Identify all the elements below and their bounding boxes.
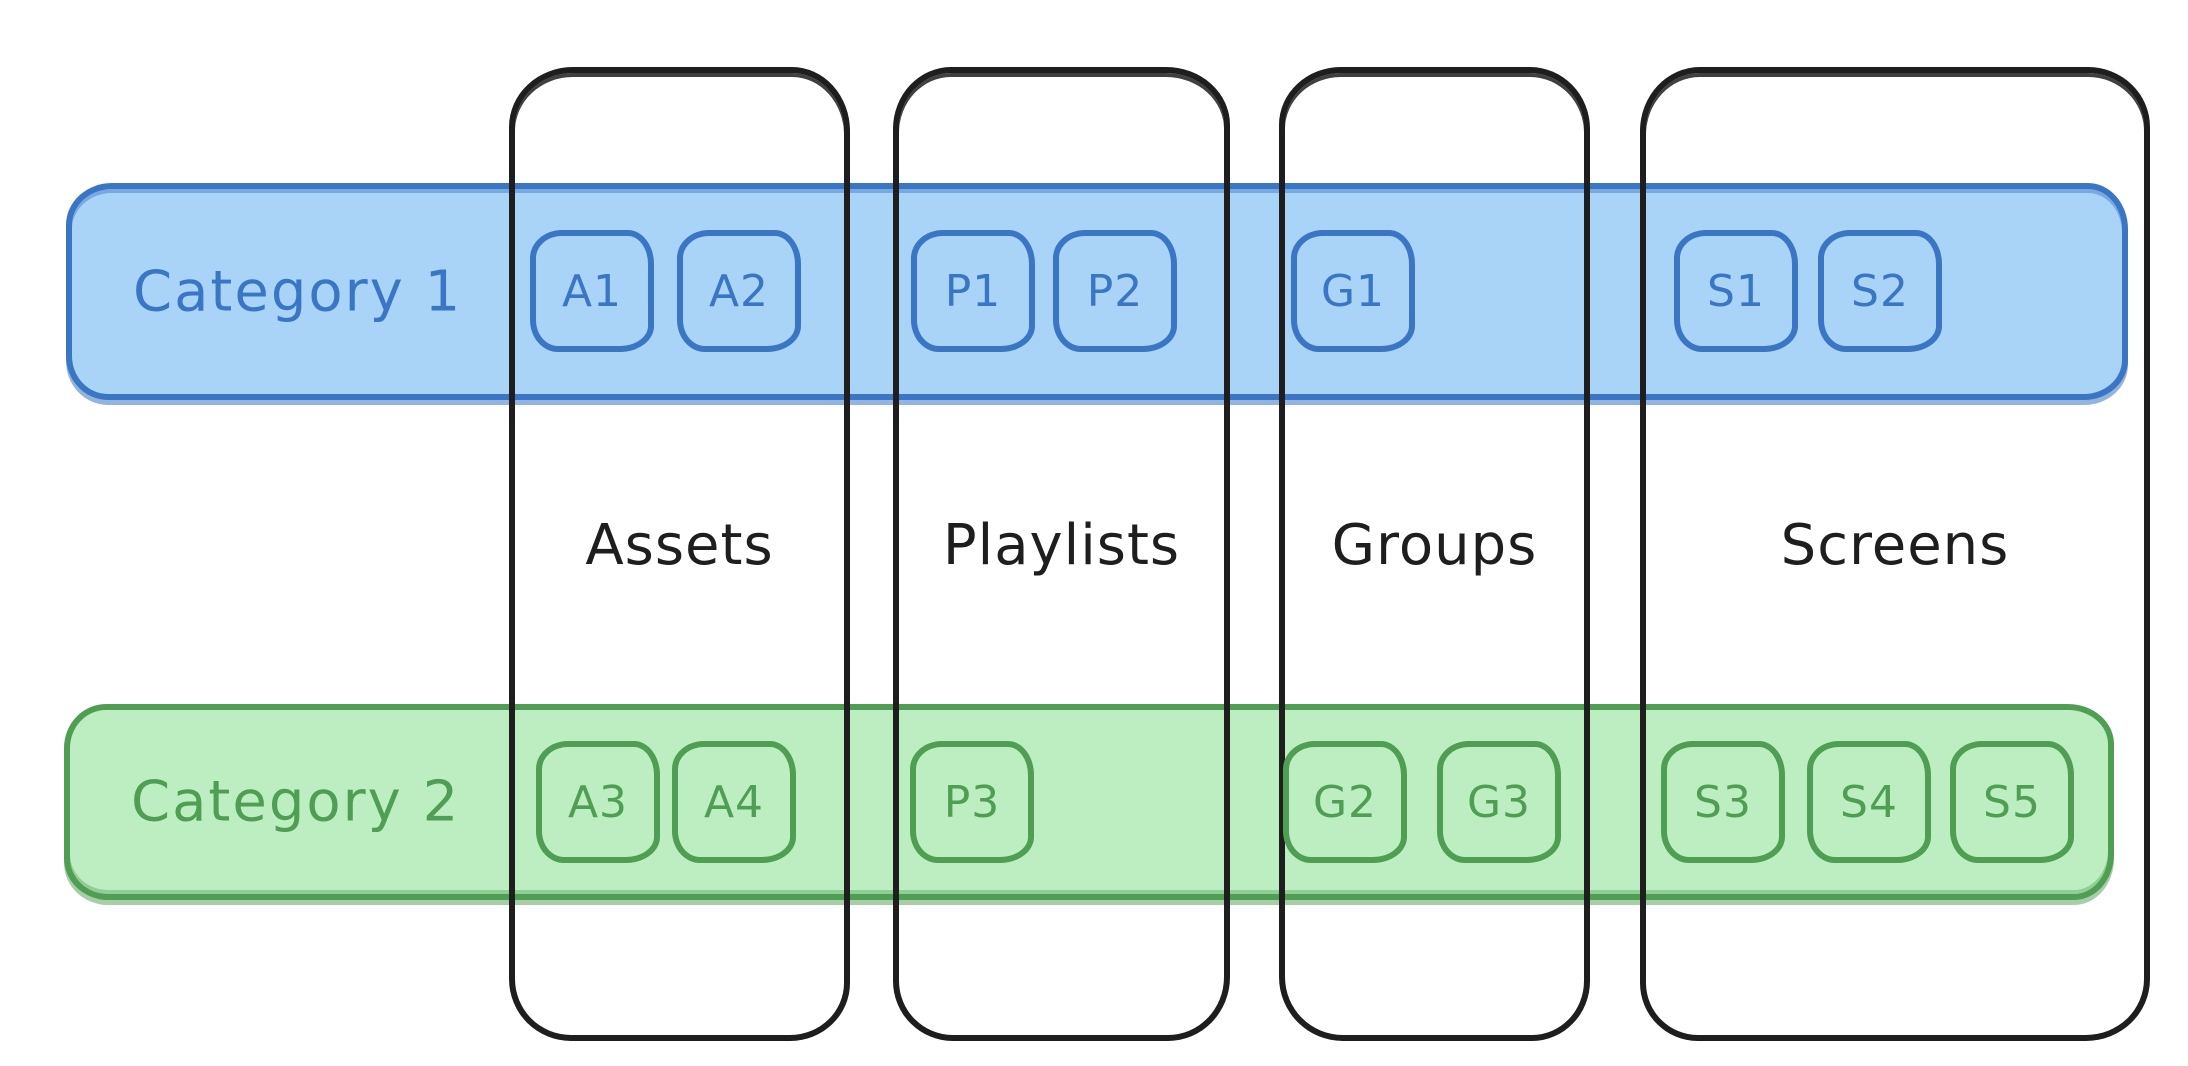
column-groups: Groups [1279,67,1590,1041]
chip-a2: A2 [677,230,801,352]
chip-s2: S2 [1818,230,1942,352]
column-playlists: Playlists [893,67,1230,1041]
chip-s4: S4 [1807,741,1931,863]
chip-a1: A1 [530,230,654,352]
category-1-band: Category 1 [66,183,2128,400]
chip-p3: P3 [910,741,1034,863]
chip-s5: S5 [1950,741,2074,863]
column-assets-title: Assets [585,513,774,578]
column-assets: Assets [509,67,850,1041]
column-groups-title: Groups [1331,513,1538,578]
category-2-band: Category 2 [64,704,2114,900]
chip-s3: S3 [1661,741,1785,863]
chip-g2: G2 [1283,741,1407,863]
chip-g1: G1 [1291,230,1415,352]
chip-a4: A4 [672,741,796,863]
chip-p2: P2 [1053,230,1177,352]
chip-g3: G3 [1437,741,1561,863]
column-screens: Screens [1640,67,2150,1041]
category-1-label: Category 1 [133,259,463,324]
column-playlists-title: Playlists [942,513,1181,578]
chip-s1: S1 [1674,230,1798,352]
category-2-label: Category 2 [131,769,461,835]
chip-p1: P1 [911,230,1035,352]
column-screens-title: Screens [1780,513,2010,578]
chip-a3: A3 [536,741,660,863]
